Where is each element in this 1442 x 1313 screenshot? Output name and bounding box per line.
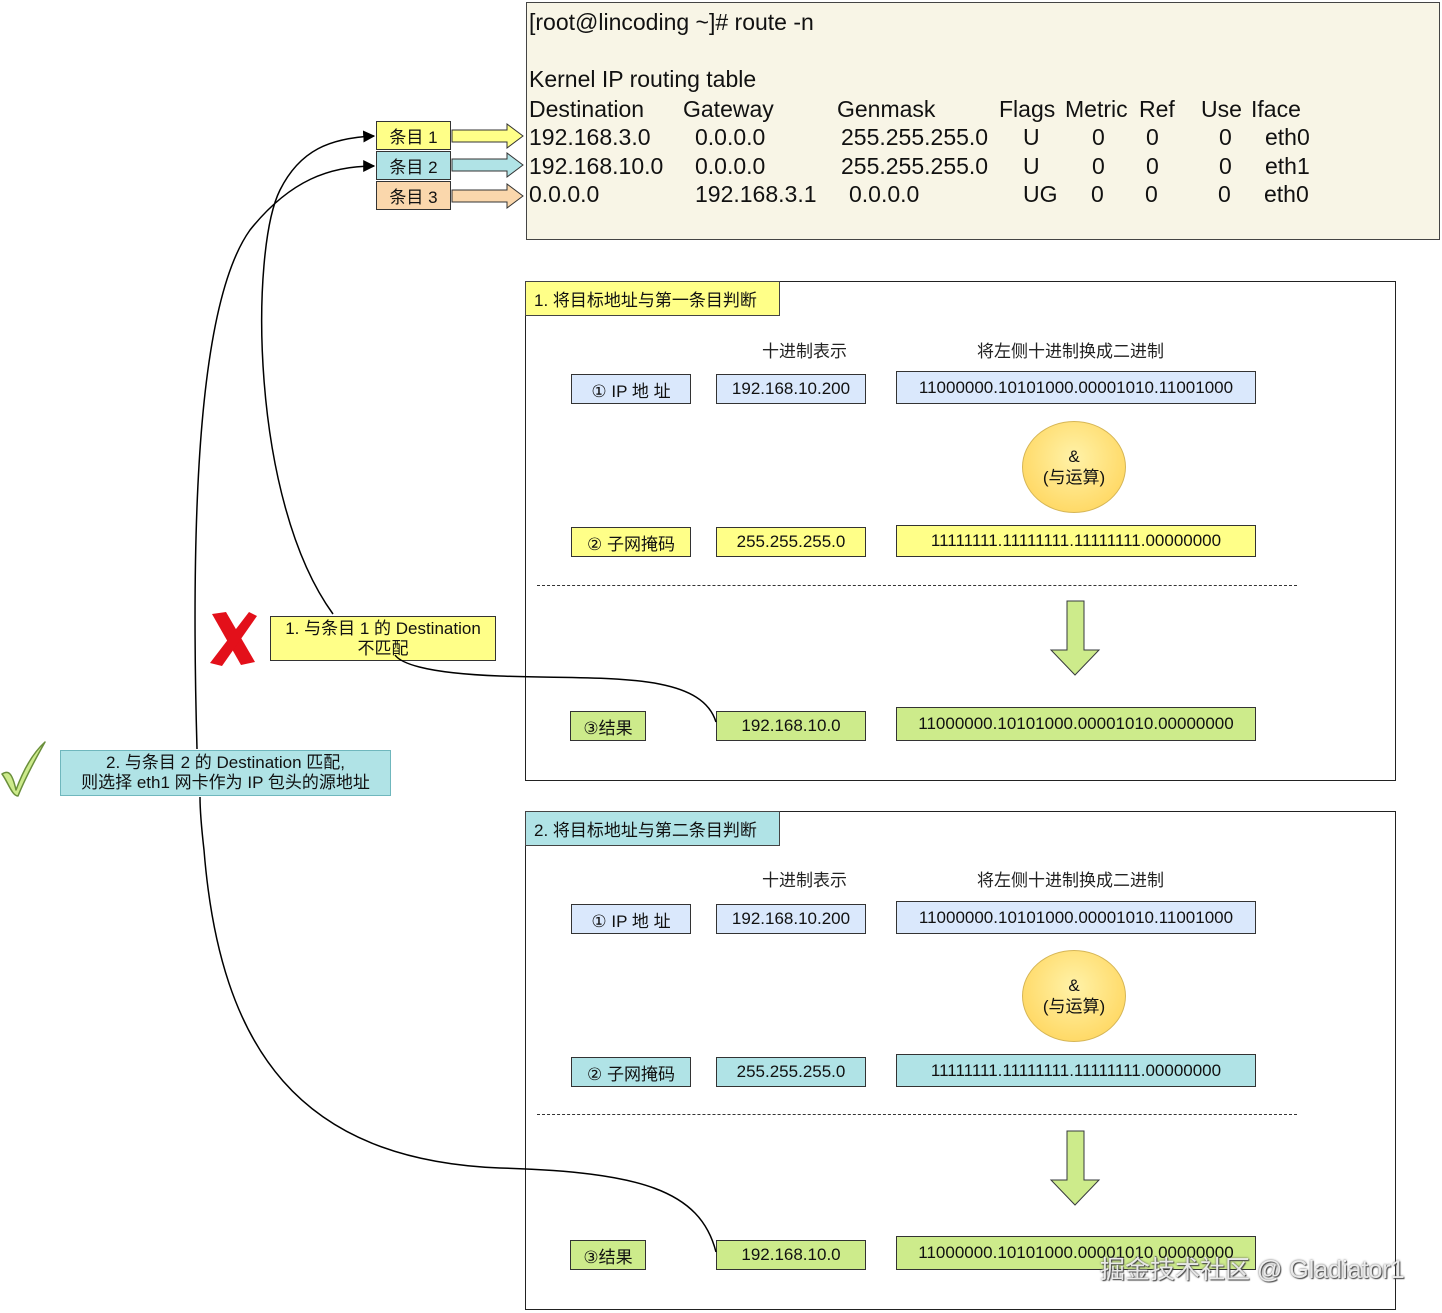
entry-3-pointer-arrow xyxy=(451,183,524,209)
mismatch-note-line-2: 不匹配 xyxy=(357,638,409,658)
route-3-destination: 0.0.0.0 xyxy=(529,181,600,207)
column-header-genmask: Genmask xyxy=(837,96,936,122)
panel-2-and-operator: & (与运算) xyxy=(1022,950,1126,1042)
panel-2-result-label: ③结果 xyxy=(570,1240,646,1270)
panel-1-result-binary: 11000000.10101000.00001010.00000000 xyxy=(896,707,1256,741)
check-icon xyxy=(1,741,46,797)
column-header-ref: Ref xyxy=(1139,96,1175,122)
route-1-genmask: 255.255.255.0 xyxy=(841,124,989,150)
panel-2-and-label: (与运算) xyxy=(1042,997,1106,1016)
route-3-iface: eth0 xyxy=(1264,181,1309,207)
route-3-ref: 0 xyxy=(1145,181,1158,207)
panel-2-result-decimal: 192.168.10.0 xyxy=(716,1240,866,1270)
panel-1-and-symbol: & xyxy=(1068,447,1080,466)
panel-1-title: 1. 将目标地址与第一条目判断 xyxy=(525,281,780,316)
panel-1-ip-label: ① IP 地 址 xyxy=(571,374,691,404)
panel-1-and-label: (与运算) xyxy=(1042,468,1106,487)
route-2-genmask: 255.255.255.0 xyxy=(841,153,989,179)
route-2-metric: 0 xyxy=(1092,153,1105,179)
route-1-use: 0 xyxy=(1219,124,1232,150)
panel-2-result-binary: 11000000.10101000.00001010.00000000 xyxy=(896,1236,1256,1270)
panel-2-result-connector xyxy=(199,796,717,1253)
route-2-use: 0 xyxy=(1219,153,1232,179)
column-header-metric: Metric xyxy=(1065,96,1128,122)
route-2-destination: 192.168.10.0 xyxy=(529,153,664,179)
column-header-iface: Iface xyxy=(1251,96,1301,122)
panel-2-mask-decimal: 255.255.255.0 xyxy=(716,1057,866,1087)
match-note: 2. 与条目 2 的 Destination 匹配, 则选择 eth1 网卡作为… xyxy=(60,750,391,796)
entry-3-label: 条目 3 xyxy=(376,181,451,210)
route-2-ref: 0 xyxy=(1146,153,1159,179)
cross-icon xyxy=(210,612,257,666)
panel-1-down-arrow xyxy=(1049,600,1101,676)
panel-2-and-symbol: & xyxy=(1068,976,1080,995)
panel-1-mask-decimal: 255.255.255.0 xyxy=(716,527,866,557)
panel-1-result-decimal: 192.168.10.0 xyxy=(716,711,866,741)
match-note-line-2: 则选择 eth1 网卡作为 IP 包头的源地址 xyxy=(81,773,370,792)
entry-1-pointer-arrow xyxy=(451,123,524,149)
routing-table-terminal: [root@lincoding ~]# route -n Kernel IP r… xyxy=(526,2,1440,240)
panel-2-ip-decimal: 192.168.10.200 xyxy=(716,904,866,934)
panel-2-ip-binary: 11000000.10101000.00001010.11001000 xyxy=(896,901,1256,934)
route-2-gateway: 0.0.0.0 xyxy=(695,153,766,179)
panel-1-result-connector xyxy=(394,654,717,723)
panel-1-mask-binary: 11111111.11111111.11111111.00000000 xyxy=(896,525,1256,557)
mismatch-note: 1. 与条目 1 的 Destination 不匹配 xyxy=(270,616,496,661)
column-header-flags: Flags xyxy=(999,96,1056,122)
route-2-flags: U xyxy=(1023,153,1040,179)
route-3-use: 0 xyxy=(1218,181,1231,207)
panel-2-down-arrow xyxy=(1049,1130,1101,1206)
panel-1-and-operator: & (与运算) xyxy=(1022,421,1126,513)
column-header-gateway: Gateway xyxy=(683,96,774,122)
entry-1-label: 条目 1 xyxy=(376,121,451,150)
mismatch-note-line-1: 1. 与条目 1 的 Destination xyxy=(285,618,481,638)
panel-2-ip-label: ① IP 地 址 xyxy=(571,904,691,934)
route-3-flags: UG xyxy=(1023,181,1058,207)
panel-2-decimal-header: 十进制表示 xyxy=(762,871,847,890)
shell-prompt: [root@lincoding ~]# route -n xyxy=(529,9,814,35)
route-3-gateway: 192.168.3.1 xyxy=(695,181,817,207)
route-1-metric: 0 xyxy=(1092,124,1105,150)
route-3-metric: 0 xyxy=(1091,181,1104,207)
route-1-destination: 192.168.3.0 xyxy=(529,124,651,150)
column-header-use: Use xyxy=(1201,96,1242,122)
route-1-ref: 0 xyxy=(1146,124,1159,150)
column-header-destination: Destination xyxy=(529,96,645,122)
entry-2-label: 条目 2 xyxy=(376,151,451,180)
panel-2-mask-label: ② 子网掩码 xyxy=(571,1057,691,1087)
watermark: 掘金技术社区 @ Gladiator1 xyxy=(1100,1256,1405,1284)
panel-1-ip-decimal: 192.168.10.200 xyxy=(716,374,866,404)
panel-2-title: 2. 将目标地址与第二条目判断 xyxy=(525,811,780,846)
panel-1-ip-binary: 11000000.10101000.00001010.11001000 xyxy=(896,371,1256,404)
panel-2-binary-header: 将左侧十进制换成二进制 xyxy=(977,871,1164,890)
panel-2-divider xyxy=(537,1114,1297,1115)
route-1-gateway: 0.0.0.0 xyxy=(695,124,766,150)
panel-1-binary-header: 将左侧十进制换成二进制 xyxy=(977,342,1164,361)
match-note-line-1: 2. 与条目 2 的 Destination 匹配, xyxy=(105,753,346,772)
entry-2-pointer-arrow xyxy=(451,152,524,178)
mismatch-to-entry-1-connector xyxy=(260,130,376,615)
routing-table-title: Kernel IP routing table xyxy=(529,66,757,92)
panel-2-mask-binary: 11111111.11111111.11111111.00000000 xyxy=(896,1054,1256,1087)
match-to-entry-2-connector xyxy=(194,160,376,750)
route-3-genmask: 0.0.0.0 xyxy=(849,181,920,207)
panel-1-result-label: ③结果 xyxy=(570,711,646,741)
panel-1-decimal-header: 十进制表示 xyxy=(762,342,847,361)
route-1-iface: eth0 xyxy=(1265,124,1310,150)
route-1-flags: U xyxy=(1023,124,1040,150)
panel-1-divider xyxy=(537,585,1297,586)
panel-1-mask-label: ② 子网掩码 xyxy=(571,527,691,557)
route-2-iface: eth1 xyxy=(1265,153,1310,179)
